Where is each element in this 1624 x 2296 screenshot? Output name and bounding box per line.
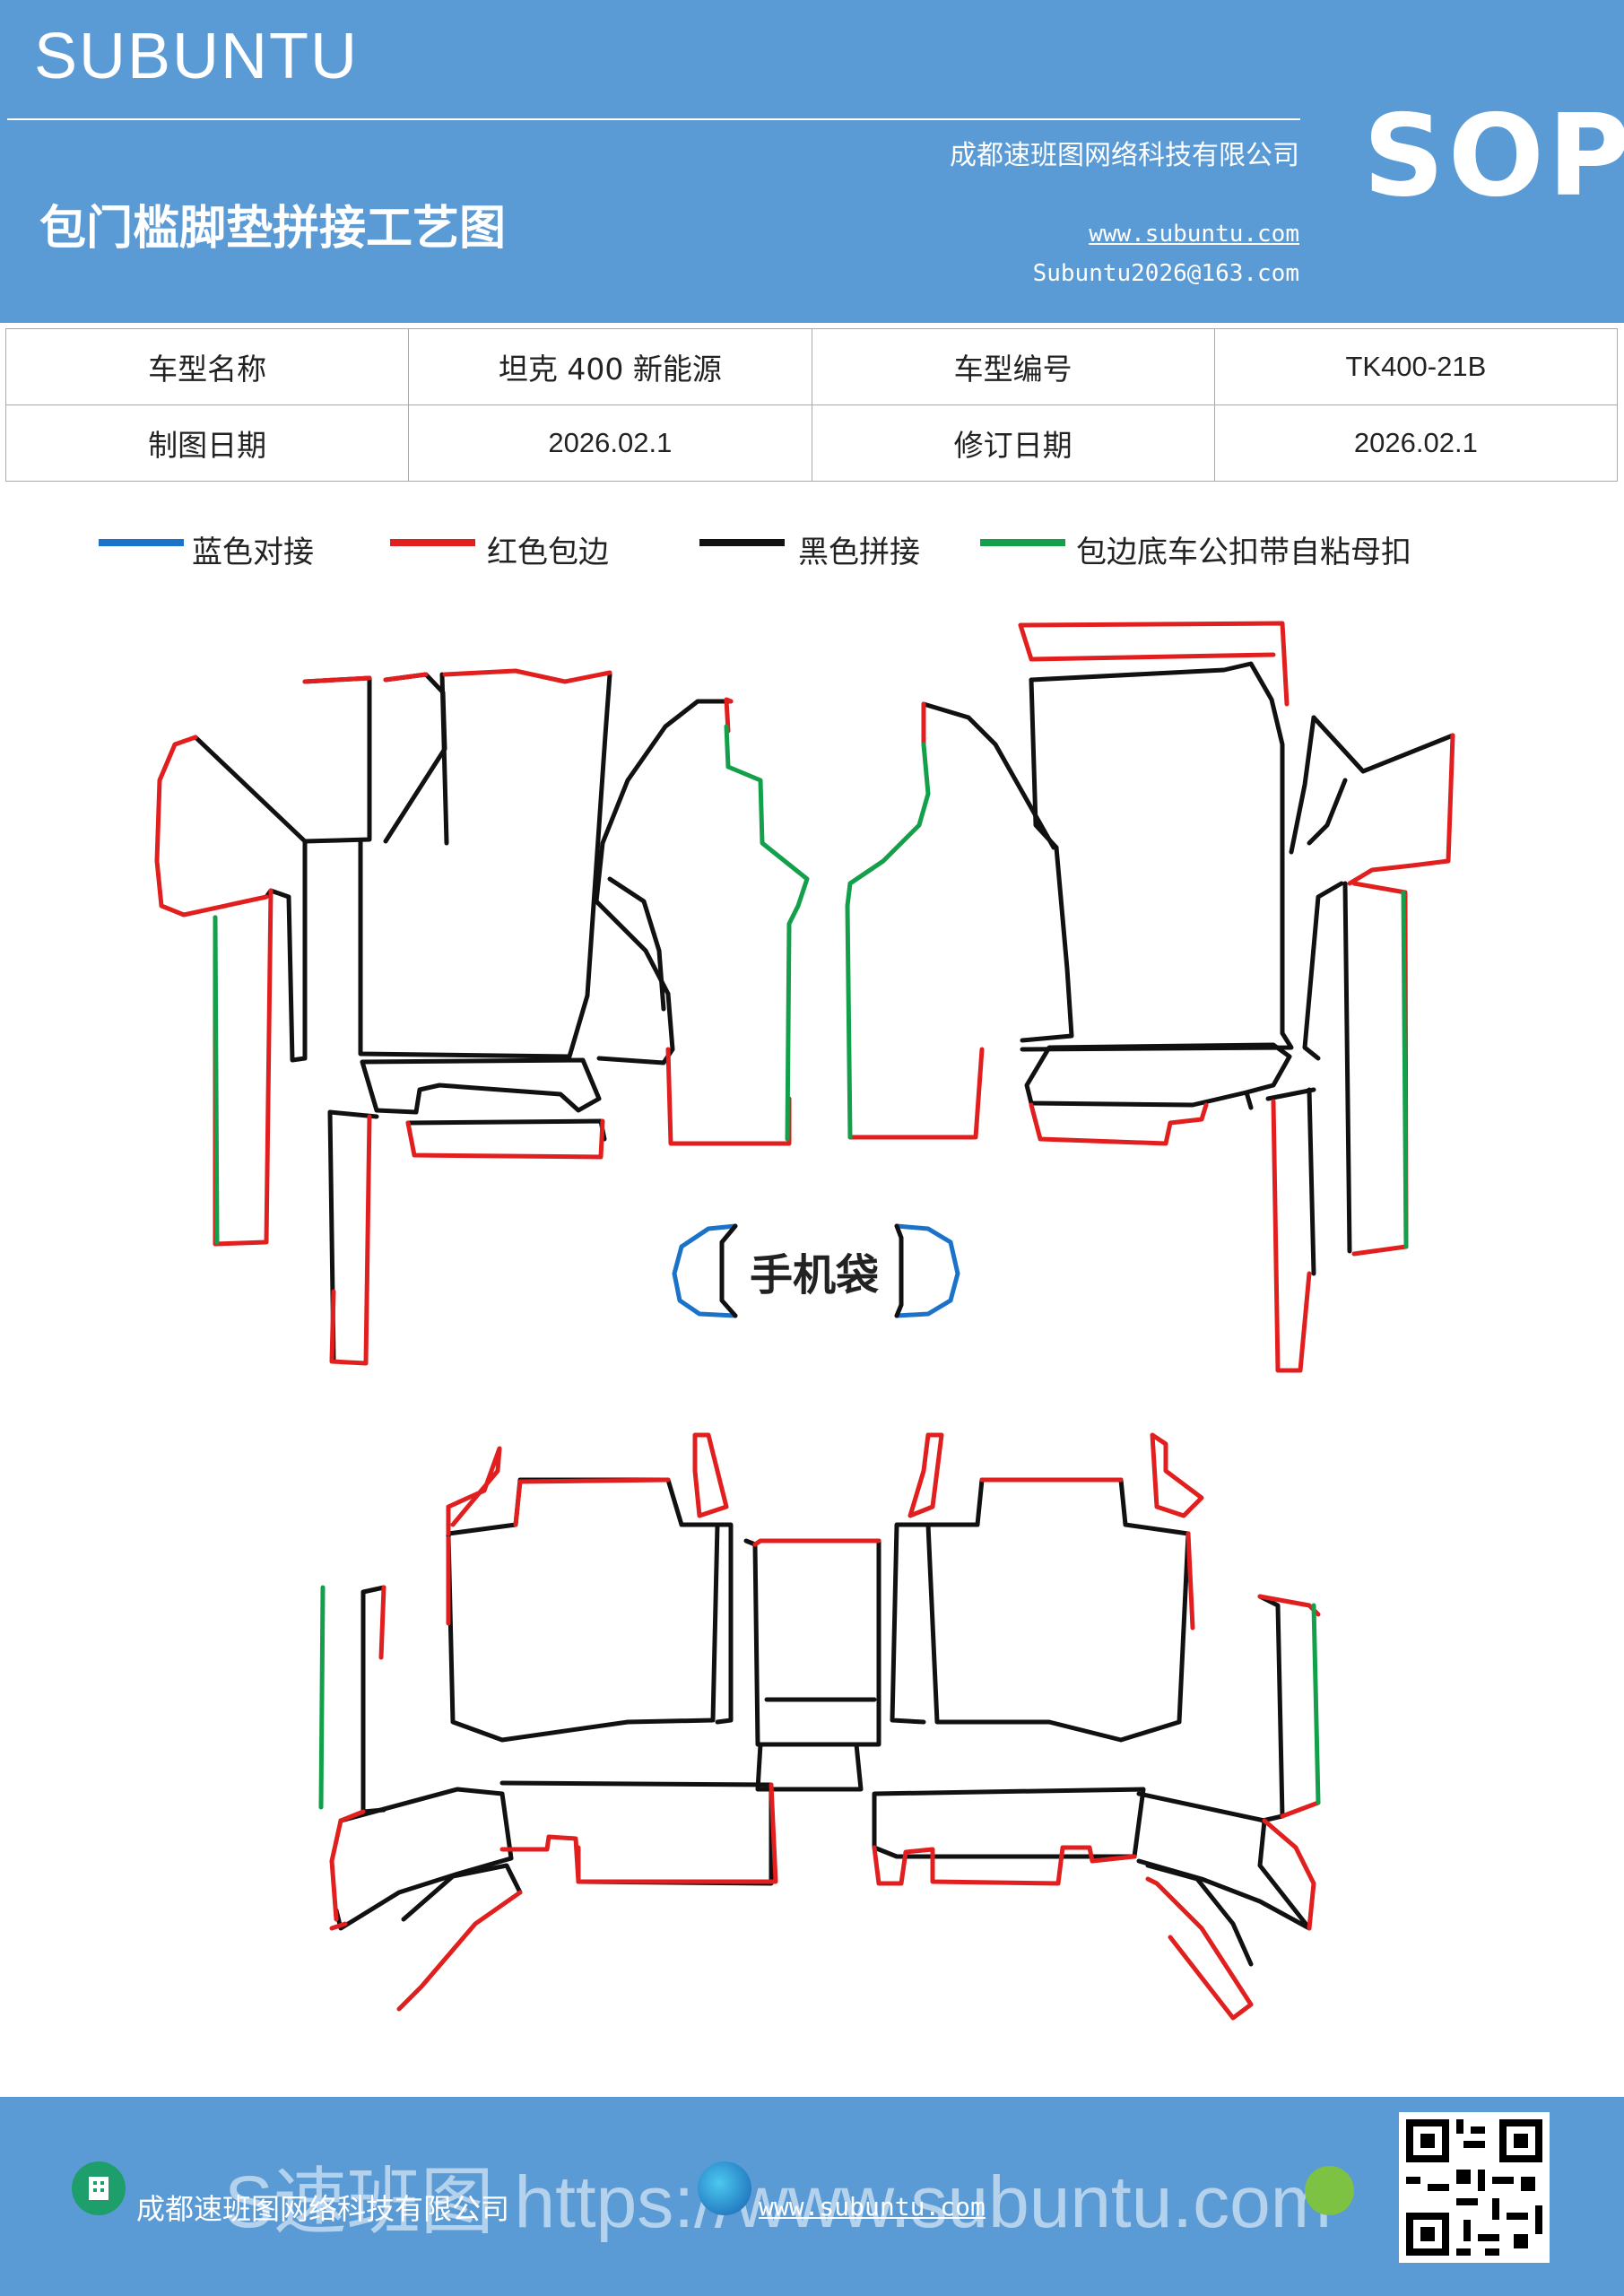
model-code-label: 车型编号	[811, 328, 1215, 405]
legend-swatch-red	[390, 539, 475, 546]
model-name-value: 坦克 400 新能源	[408, 328, 812, 405]
vehicle-info-table: 车型名称 坦克 400 新能源 车型编号 TK400-21B 制图日期 2026…	[4, 328, 1619, 482]
footer-watermark: S速班图 https://www.subuntu.com	[224, 2161, 1333, 2243]
phone-pocket-label: 手机袋	[750, 1250, 880, 1300]
model-name-label: 车型名称	[4, 328, 410, 405]
legend-label-black: 黑色拼接	[798, 535, 920, 570]
table-row: 车型名称 坦克 400 新能源 车型编号 TK400-21B	[4, 328, 1619, 405]
wechat-icon	[1305, 2166, 1354, 2215]
globe-icon	[698, 2161, 751, 2215]
building-icon	[72, 2161, 126, 2215]
floor-mat-splicing-diagram	[154, 621, 1455, 2021]
revision-date-value: 2026.02.1	[1213, 404, 1619, 482]
qr-code[interactable]	[1399, 2112, 1550, 2263]
legend-label-green: 包边底车公扣带自粘母扣	[1076, 535, 1411, 570]
revision-date-label: 修订日期	[811, 404, 1215, 482]
footer-company: 成都速班图网络科技有限公司	[136, 2192, 510, 2226]
brand-name: SUBUNTU	[34, 21, 360, 92]
model-code-value: TK400-21B	[1213, 328, 1619, 405]
draw-date-label: 制图日期	[4, 404, 410, 482]
legend-swatch-green	[980, 539, 1065, 546]
legend-label-red: 红色包边	[487, 535, 609, 570]
document-title: 包门槛脚垫拼接工艺图	[39, 202, 507, 256]
black-splice-lines	[193, 661, 1455, 1967]
sop-badge: SOP	[1363, 90, 1624, 222]
legend-label-blue: 蓝色对接	[192, 535, 314, 570]
draw-date-value: 2026.02.1	[408, 404, 812, 482]
email-address: Subuntu2026@163.com	[1032, 260, 1299, 287]
table-row: 制图日期 2026.02.1 修订日期 2026.02.1	[4, 404, 1619, 482]
green-snap-tape-lines	[213, 724, 1409, 1810]
header-divider	[7, 118, 1300, 120]
company-name: 成都速班图网络科技有限公司	[950, 140, 1299, 171]
legend-swatch-black	[699, 539, 785, 546]
footer-website-link[interactable]: www.subuntu.com	[759, 2192, 986, 2222]
website-link[interactable]: www.subuntu.com	[1089, 221, 1299, 248]
legend-swatch-blue	[99, 539, 184, 546]
red-edge-binding-lines	[154, 621, 1455, 2021]
blue-butt-joint-lines	[672, 1223, 960, 1318]
phone-pocket-outline	[719, 1223, 904, 1318]
header-banner	[0, 0, 1624, 323]
